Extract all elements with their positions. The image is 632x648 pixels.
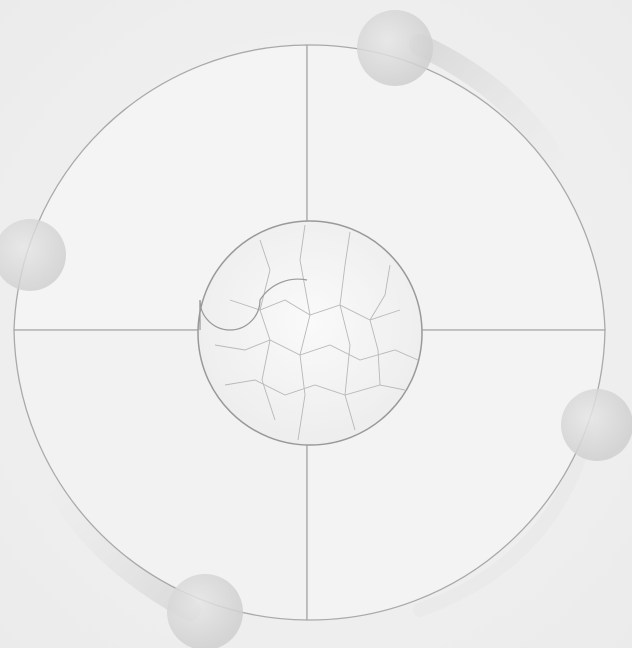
- knob-right: [561, 389, 632, 461]
- knob-top-right: [357, 10, 433, 86]
- center-circle: [198, 221, 422, 445]
- knob-bottom-left: [167, 574, 243, 648]
